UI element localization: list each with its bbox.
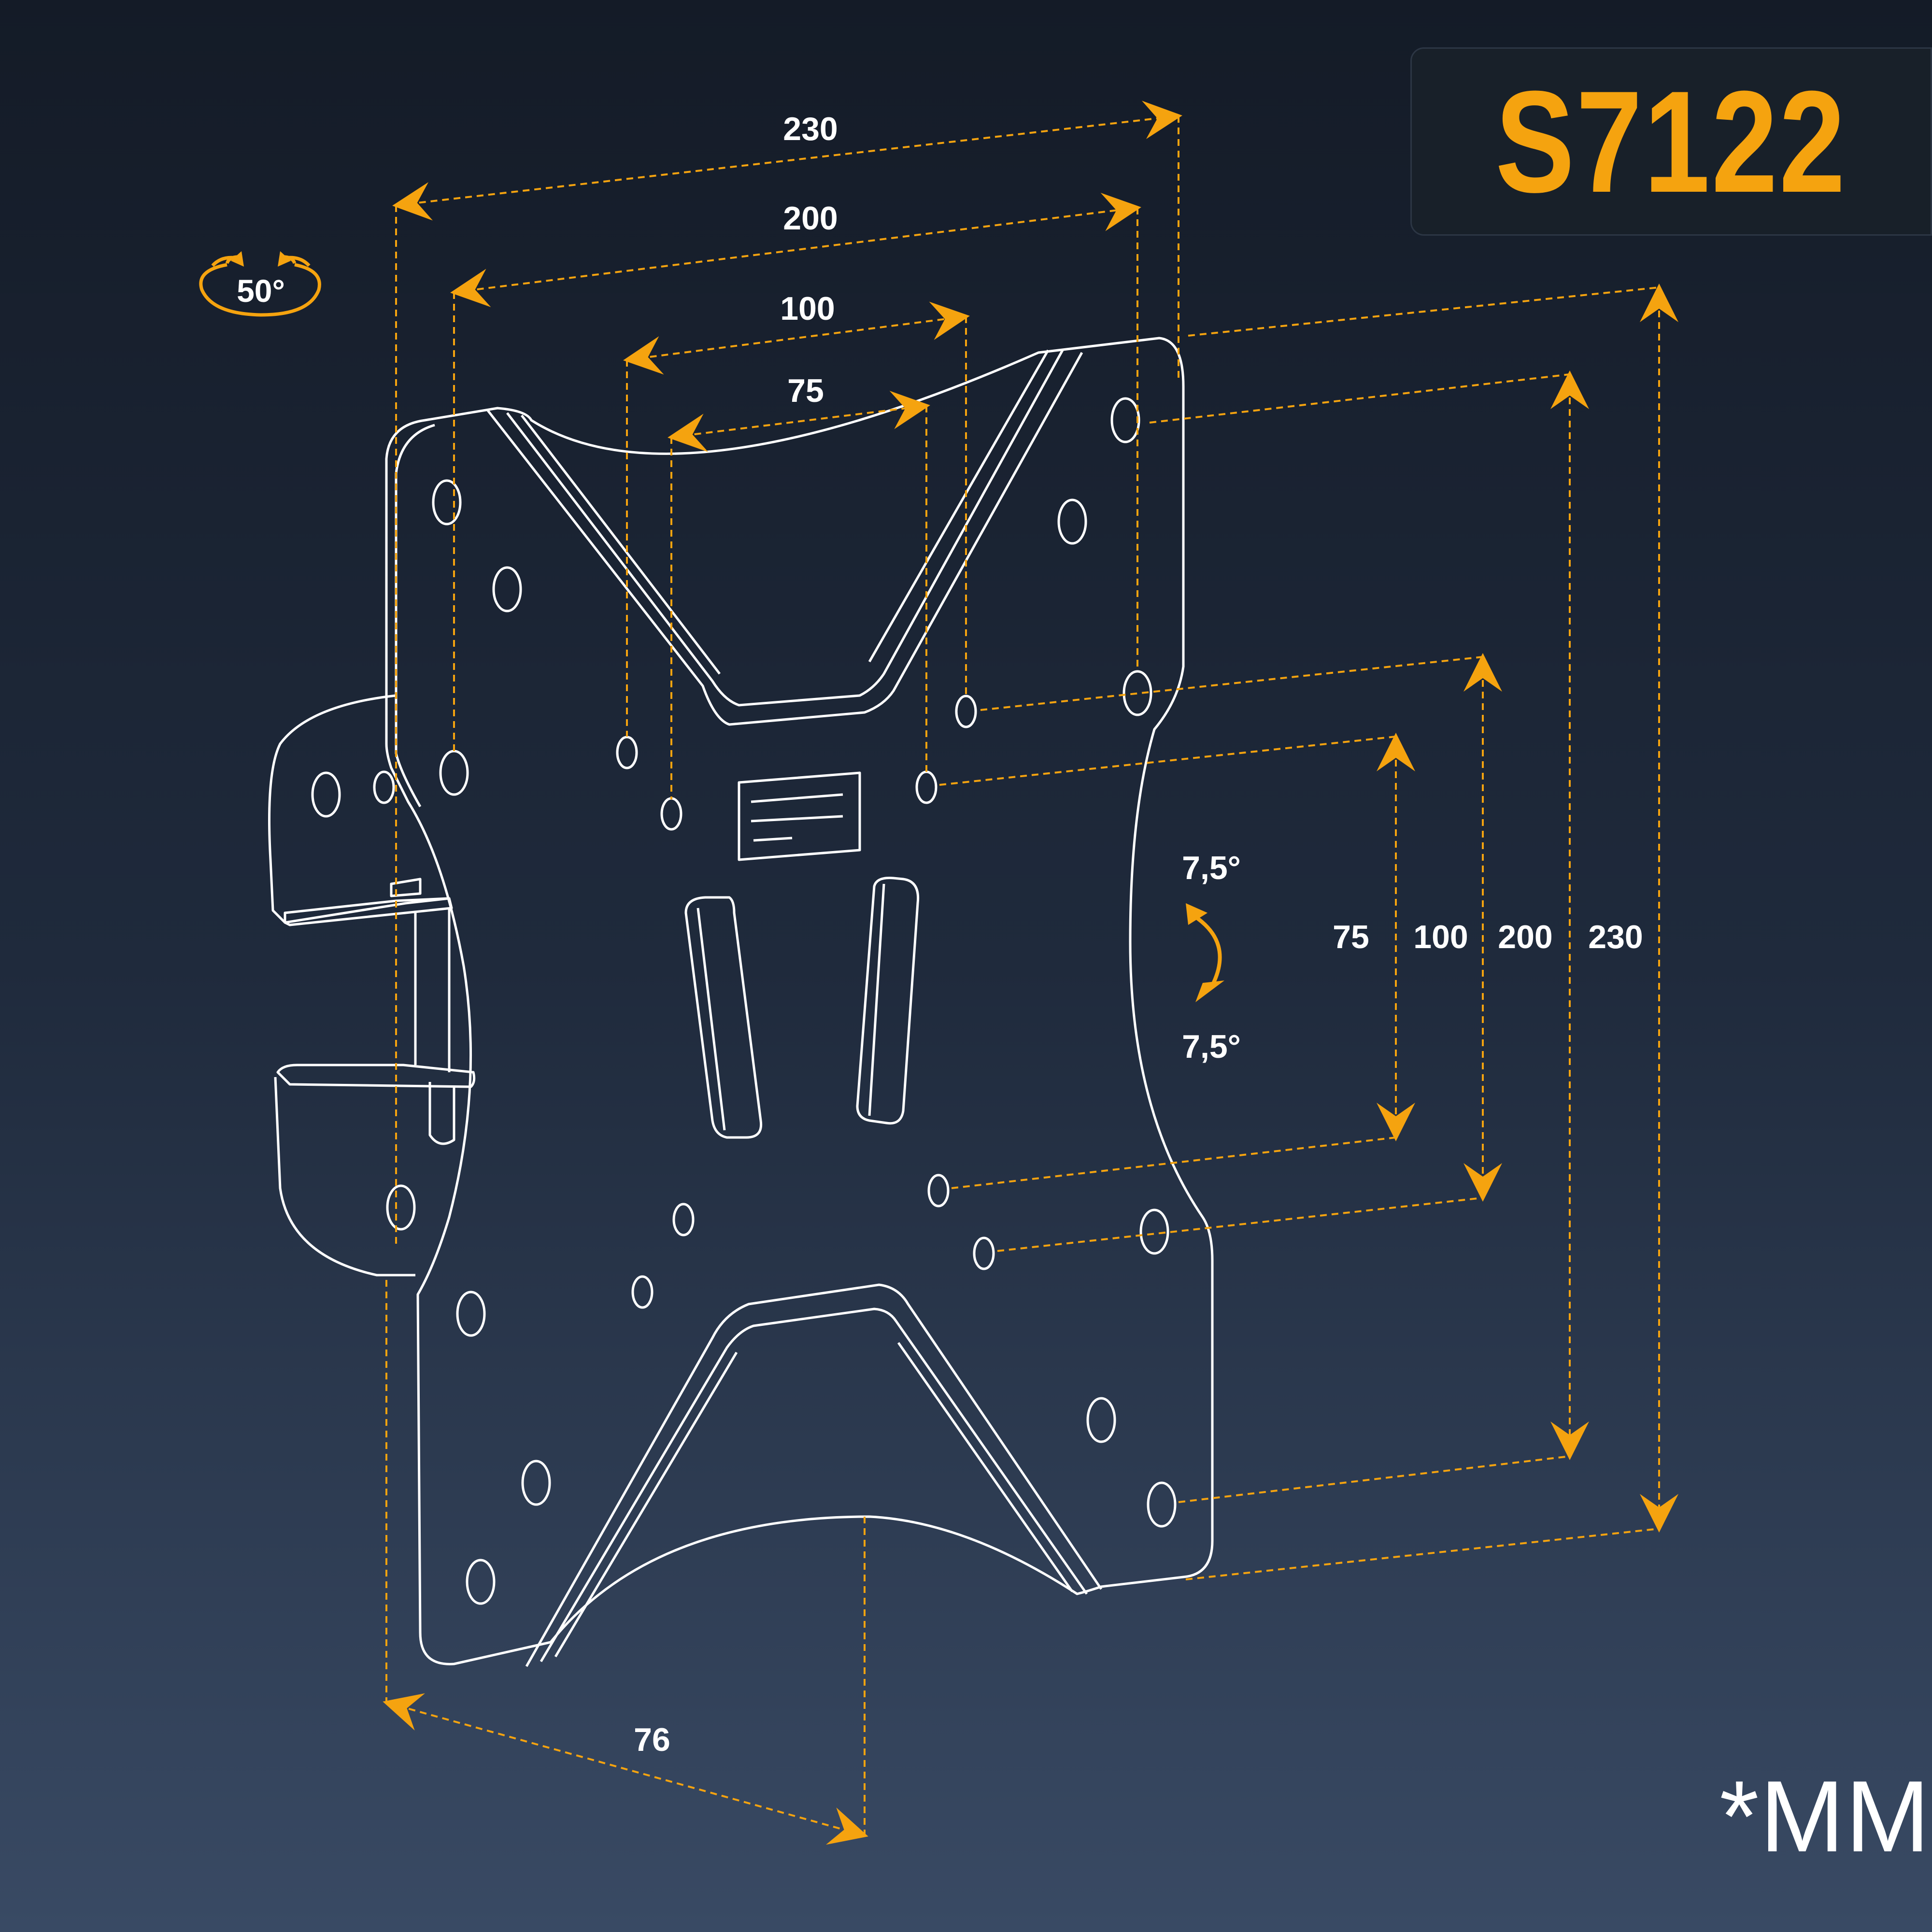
hole: [973, 1236, 995, 1270]
dim-label-h-75: 75: [787, 372, 824, 409]
plate-outline: [385, 337, 1214, 1665]
hole: [1057, 498, 1087, 545]
tilt-up-label: 7,5°: [1182, 850, 1241, 886]
hole: [311, 771, 341, 818]
tilt-bracket: [268, 694, 476, 1277]
hole: [1110, 397, 1140, 443]
hole: [927, 1174, 950, 1208]
dim-line-76: [383, 1693, 868, 1845]
hole: [439, 750, 469, 796]
rotation-arrows-icon: [199, 251, 321, 317]
dim-line-h-100: [623, 301, 970, 375]
dim-label-v-75: 75: [1333, 919, 1369, 955]
dim-label-h-100: 100: [780, 290, 835, 327]
hole: [386, 1184, 416, 1231]
hole: [466, 1559, 496, 1605]
hole: [1086, 1397, 1116, 1443]
mounting-holes: [311, 397, 1177, 1605]
dim-label-v-100: 100: [1413, 919, 1468, 955]
top-slot: [487, 352, 1083, 726]
hole: [915, 770, 938, 804]
hole: [1122, 670, 1152, 716]
hole: [631, 1275, 653, 1309]
dim-label-76: 76: [634, 1721, 670, 1758]
hole: [456, 1291, 486, 1337]
vesa-vertical-dimensions: [939, 284, 1678, 1580]
hole: [955, 695, 977, 728]
tilt-arrows-icon: [1186, 903, 1224, 1002]
model-badge: S7122: [1410, 47, 1932, 236]
mounting-plate: [268, 337, 1214, 1667]
hole: [1139, 1208, 1169, 1255]
hole: [432, 479, 462, 526]
dim-label-v-200: 200: [1498, 919, 1552, 955]
dim-label-v-230: 230: [1588, 919, 1643, 955]
units-note: *MM: [1719, 1760, 1931, 1873]
dim-label-h-200: 200: [783, 200, 838, 237]
model-code: S7122: [1495, 60, 1847, 223]
dim-line-h-200: [450, 193, 1141, 307]
slot-bar-left: [684, 896, 763, 1139]
hole: [373, 770, 395, 804]
bottom-slot: [525, 1283, 1103, 1667]
hole: [616, 736, 638, 769]
swivel-angle-label: 50°: [237, 273, 285, 309]
dim-label-h-230: 230: [783, 111, 838, 147]
tilt-down-label: 7,5°: [1182, 1028, 1241, 1065]
hole: [672, 1203, 695, 1236]
dim-line-h-75: [668, 391, 930, 452]
hole: [1147, 1481, 1177, 1528]
wall-distance-dimension: [383, 1280, 868, 1845]
vesa-horizontal-dimensions: [392, 100, 1182, 1246]
dim-line-h-230: [392, 100, 1182, 221]
hole: [660, 797, 682, 831]
lock-mechanism: [738, 771, 861, 861]
hole: [521, 1460, 551, 1506]
slot-bar-right: [856, 877, 920, 1125]
plate-edge-inner: [395, 424, 435, 808]
hole: [492, 566, 522, 612]
